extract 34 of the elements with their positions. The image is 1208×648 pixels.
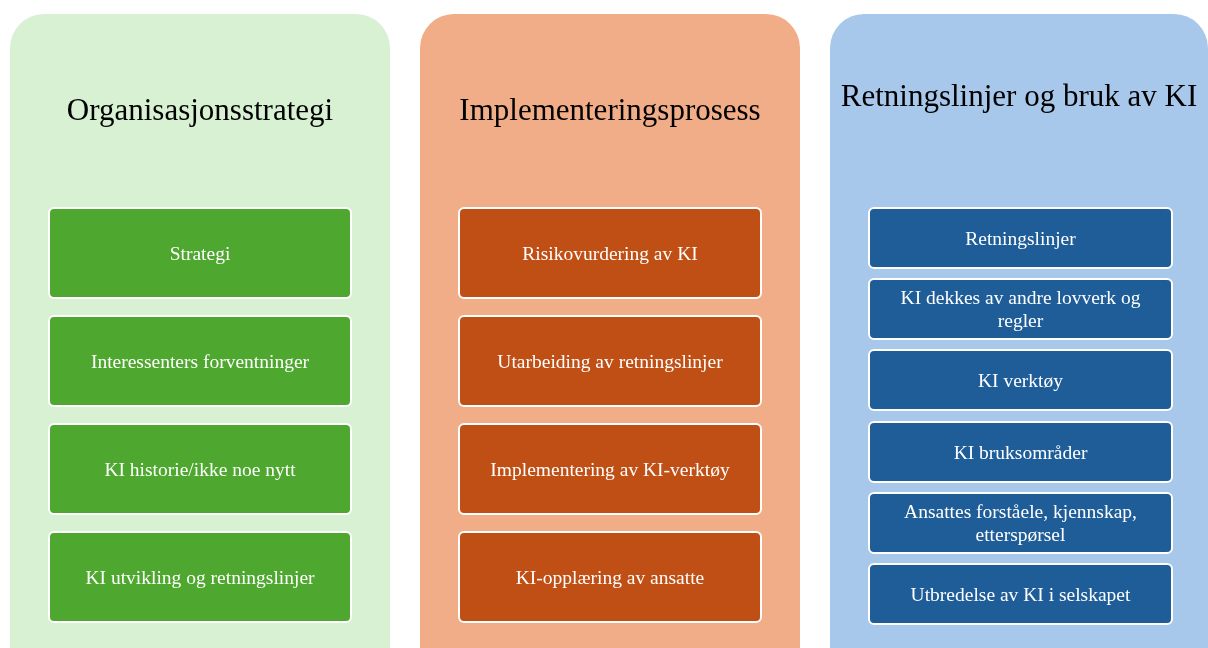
panel-title: Retningslinjer og bruk av KI	[840, 78, 1198, 114]
topic-box	[458, 531, 762, 623]
topic-box	[868, 349, 1173, 411]
topic-box	[48, 531, 352, 623]
topic-label: KI bruksområder	[952, 440, 1089, 464]
topic-label: KI-opplæring av ansatte	[514, 565, 706, 589]
topic-box	[458, 315, 762, 407]
topic-label: KI historie/ikke noe nytt	[103, 457, 297, 481]
topic-label: Utarbeiding av retningslinjer	[496, 349, 724, 373]
topic-box	[458, 423, 762, 515]
category-panel	[420, 14, 800, 648]
topic-box	[868, 492, 1173, 554]
topic-box	[48, 207, 352, 299]
topic-box	[48, 315, 352, 407]
topic-label: KI dekkes av andre lovverk og regler	[899, 286, 1142, 332]
topic-label: Risikovurdering av KI	[521, 241, 699, 265]
topic-box	[868, 563, 1173, 625]
topic-label: Implementering av KI-verktøy	[489, 457, 731, 481]
topic-label: Ansattes forståele, kjennskap, etterspørsel	[903, 500, 1138, 546]
topic-box	[48, 423, 352, 515]
topic-label: Utbredelse av KI i selskapet	[909, 582, 1132, 606]
topic-label: Interessenters forventninger	[89, 349, 311, 373]
topic-label: KI utvikling og retningslinjer	[84, 565, 316, 589]
panel-title: Organisasjonsstrategi	[65, 92, 335, 128]
topic-box	[868, 207, 1173, 269]
category-panel	[830, 14, 1208, 648]
category-panel	[10, 14, 390, 648]
topic-box	[458, 207, 762, 299]
topic-label: KI verktøy	[977, 368, 1064, 392]
topic-box	[868, 278, 1173, 340]
panel-title: Implementeringsprosess	[458, 92, 762, 128]
topic-label: Strategi	[168, 241, 232, 265]
topic-label: Retningslinjer	[964, 226, 1077, 250]
topic-box	[868, 421, 1173, 483]
